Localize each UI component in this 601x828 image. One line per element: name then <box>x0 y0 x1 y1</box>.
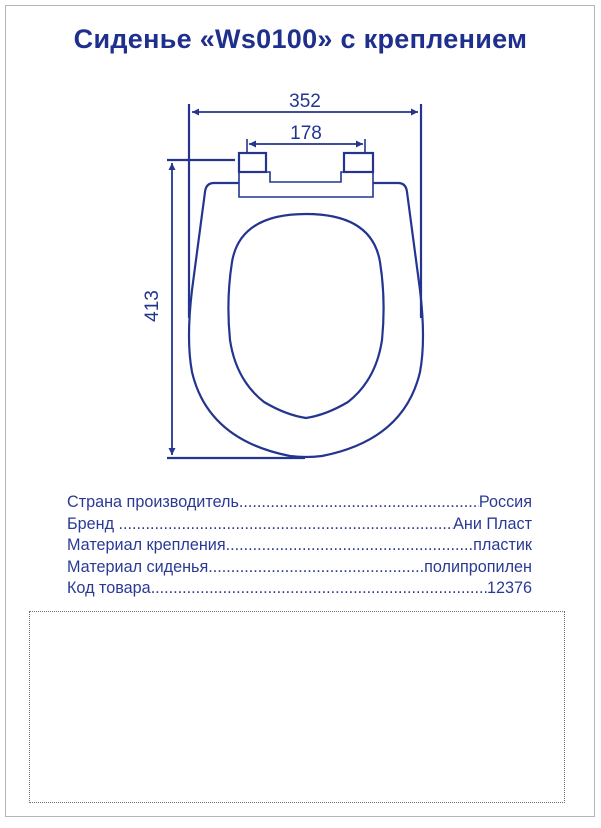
leader-dots <box>208 557 424 579</box>
spec-value: Ани Пласт <box>453 514 532 533</box>
spec-row-brand: Бренд Ани Пласт <box>67 514 532 536</box>
leader-dots <box>239 492 479 514</box>
hinge-spacing-dimension-line <box>246 139 366 153</box>
spec-key: Материал крепления <box>67 536 226 554</box>
spec-key: Материал сиденья <box>67 557 209 576</box>
leader-dots <box>226 535 474 557</box>
spec-row-mount-material: Материал крепления пластик <box>67 535 532 557</box>
spec-row-country: Страна производитель Россия <box>67 492 532 514</box>
spec-value: пластик <box>473 536 532 554</box>
spec-value: 12376 <box>486 579 532 597</box>
width-dimension-label: 352 <box>289 91 321 112</box>
empty-notes-box <box>29 611 565 803</box>
leader-dots <box>151 578 487 600</box>
page-title: Сиденье «Ws0100» с креплением <box>73 24 528 54</box>
hinge-spacing-label: 178 <box>290 123 322 144</box>
seat-outer-outline <box>187 181 425 459</box>
spec-value: полипропилен <box>424 557 532 576</box>
spec-list: Страна производитель Россия Бренд Ани Пл… <box>67 492 532 600</box>
length-dimension-label: 413 <box>142 290 163 322</box>
spec-row-product-code: Код товара 12376 <box>67 578 532 600</box>
spec-key: Страна производитель <box>67 493 239 511</box>
width-dimension-line <box>187 104 423 318</box>
leader-dots <box>119 514 454 536</box>
seat-inner-opening <box>227 212 385 420</box>
length-dimension-line <box>167 158 305 460</box>
spec-value: Россия <box>478 493 532 511</box>
hinge-mount <box>237 151 375 198</box>
spec-key: Бренд <box>67 514 119 533</box>
page-frame <box>5 5 595 817</box>
spec-key: Код товара <box>67 579 151 597</box>
spec-row-seat-material: Материал сиденья полипропилен <box>67 557 532 579</box>
